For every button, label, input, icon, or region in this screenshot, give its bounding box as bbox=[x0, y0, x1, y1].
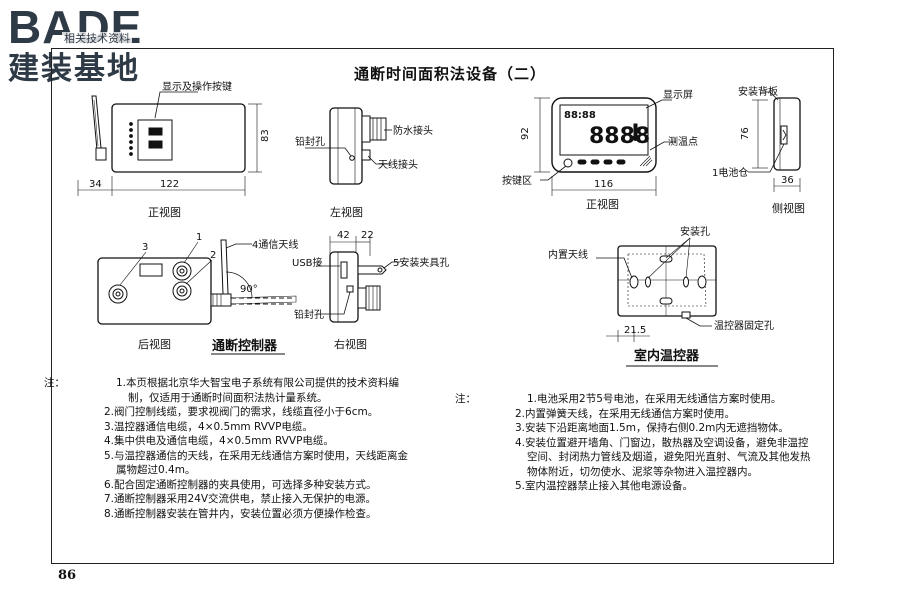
note-right-3: 3.安装下沿距离地面1.5m，保持右侧0.2m内无遮挡物体。 bbox=[515, 422, 789, 434]
callout-key-area: 按键区 bbox=[502, 174, 532, 187]
label-item-2: 2 bbox=[210, 250, 216, 261]
callout-internal-antenna: 内置天线 bbox=[548, 248, 588, 261]
logo: BADE 相关技术资料 建装基地 bbox=[8, 4, 178, 88]
callout-waterproof-connector: 防水接头 bbox=[393, 124, 433, 137]
logo-subtitle: 相关技术资料 bbox=[62, 32, 132, 46]
dim-controller-height: 83 bbox=[260, 129, 271, 142]
note-left-6: 6.配合固定通断控制器的夹具使用，可选择多种安装方式。 bbox=[104, 478, 377, 491]
notes-left: 注：1.本页根据北京华大智宝电子系统有限公司提供的技术资料编制，仅适用于通断时间… bbox=[44, 376, 416, 521]
note-left-4: 4.集中供电及通信电缆，4×0.5mm RVVP电缆。 bbox=[104, 435, 334, 447]
note-left-3: 3.温控器通信电缆，4×0.5mm RVVP电缆。 bbox=[104, 420, 313, 433]
notes-left-lead: 注： bbox=[44, 377, 65, 389]
thermostat-side-view: 安装背板 1电池仓 76 36 侧视图 bbox=[712, 85, 805, 215]
callout-usb: USB接 bbox=[292, 256, 323, 269]
notes-right-lead: 注： bbox=[455, 393, 476, 405]
thermostat-back-view: 安装孔 内置天线 温控器固定孔 21.5 bbox=[548, 225, 774, 342]
controller-front-view: 显示及操作按键 83 34 122 正视图 bbox=[77, 80, 271, 219]
caption-controller-back: 后视图 bbox=[138, 337, 171, 351]
caption-controller-left: 左视图 bbox=[330, 205, 363, 219]
caption-thermostat-front: 正视图 bbox=[586, 197, 619, 211]
page-number: 86 bbox=[58, 568, 77, 583]
note-left-5: 5.与温控器通信的天线，在采用无线通信方案时使用，天线距离金属物超过0.4m。 bbox=[104, 449, 409, 477]
controller-title: 通断控制器 bbox=[212, 338, 278, 354]
callout-display-keys: 显示及操作按键 bbox=[162, 80, 232, 93]
dim-antenna-offset: 34 bbox=[89, 179, 102, 190]
label-angle-90: 90° bbox=[240, 284, 258, 295]
caption-thermostat-side: 侧视图 bbox=[772, 201, 805, 215]
logo-chinese: 建装基地 bbox=[8, 51, 140, 87]
caption-controller-right: 右视图 bbox=[334, 337, 367, 351]
thermostat-title: 室内温控器 bbox=[634, 348, 700, 364]
dim-hole-offset: 21.5 bbox=[624, 325, 646, 336]
note-left-1: 注：1.本页根据北京华大智宝电子系统有限公司提供的技术资料编制，仅适用于通断时间… bbox=[44, 377, 400, 404]
note-left-8: 8.通断控制器安装在管井内，安装位置必须方便操作检查。 bbox=[104, 507, 377, 520]
note-right-4: 4.安装位置避开墙角、门窗边，散热器及空调设备，避免非温控空间、封闭热力管线及烟… bbox=[515, 436, 811, 478]
callout-mount-holes: 安装孔 bbox=[680, 225, 710, 238]
callout-seal-hole-left: 铅封孔 bbox=[295, 135, 325, 148]
thermostat-small-digits: 88:88 bbox=[564, 110, 596, 121]
callout-mount-backplate: 安装背板 bbox=[738, 85, 778, 98]
thermostat-front-view: 88:88 8888 显示屏 测温点 按键区 92 116 正视图 bbox=[502, 89, 698, 211]
notes-right: 注：1.电池采用2节5号电池，在采用无线通信方案时使用。 2.内置弹簧天线，在采… bbox=[455, 392, 813, 494]
dim-controller-width: 122 bbox=[160, 179, 179, 190]
page-title: 通断时间面积法设备（二） bbox=[353, 65, 546, 83]
note-right-5: 5.室内温控器禁止接入其他电源设备。 bbox=[515, 480, 694, 492]
dim-thermostat-depth: 36 bbox=[781, 175, 794, 186]
note-left-2: 2.阀门控制线缆，要求视阀门的需求，线缆直径小于6cm。 bbox=[104, 406, 379, 418]
callout-antenna-connector: 天线接头 bbox=[378, 158, 418, 171]
dim-right-b: 22 bbox=[361, 230, 374, 241]
dim-right-a: 42 bbox=[337, 230, 350, 241]
dim-thermostat-height: 92 bbox=[520, 127, 531, 140]
thermostat-big-digits: 8888 bbox=[589, 124, 650, 149]
callout-fixing-hole: 温控器固定孔 bbox=[714, 319, 774, 332]
dim-thermostat-width: 116 bbox=[594, 179, 613, 190]
callout-seal-hole-right: 铅封孔 bbox=[294, 308, 324, 321]
callout-sensor-point: 测温点 bbox=[668, 135, 698, 148]
drawing-frame bbox=[51, 48, 834, 564]
callout-comm-antenna: 4通信天线 bbox=[252, 238, 298, 251]
note-right-2: 2.内置弹簧天线，在采用无线通信方案时使用。 bbox=[515, 407, 736, 420]
note-right-1: 注：1.电池采用2节5号电池，在采用无线通信方案时使用。 bbox=[455, 393, 782, 405]
controller-right-view: 42 22 USB接 5安装夹具孔 铅封孔 右视图 bbox=[292, 230, 449, 351]
dim-thermostat-side-height: 76 bbox=[740, 127, 751, 140]
callout-display-screen: 显示屏 bbox=[663, 89, 693, 101]
label-item-1: 1 bbox=[196, 232, 202, 243]
label-item-3: 3 bbox=[142, 242, 148, 253]
callout-battery-bay: 1电池仓 bbox=[712, 166, 748, 179]
note-left-7: 7.通断控制器采用24V交流供电，禁止接入无保护的电源。 bbox=[104, 493, 377, 505]
callout-clamp-hole: 5安装夹具孔 bbox=[393, 256, 449, 269]
caption-controller-front: 正视图 bbox=[148, 205, 181, 219]
controller-back-view: 3 1 2 4通信天线 90° 后视图 bbox=[97, 232, 298, 351]
controller-left-view: 防水接头 铅封孔 天线接头 左视图 bbox=[295, 107, 433, 219]
